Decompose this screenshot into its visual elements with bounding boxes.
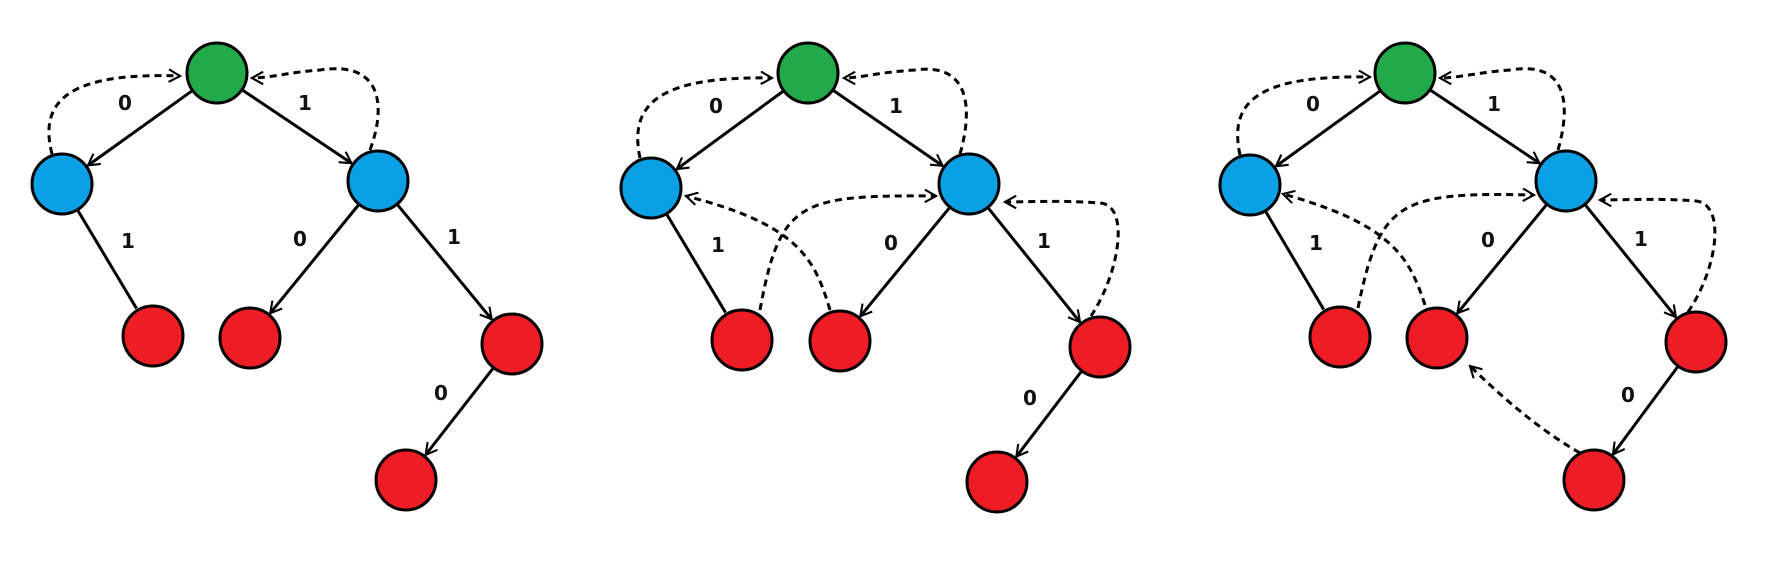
edge-label: 0 — [709, 94, 723, 118]
suffix-link-1-2 — [252, 67, 380, 151]
suffix-link-2-4 — [758, 196, 936, 311]
leaf-node-b7 — [965, 450, 1029, 514]
leaf-node-b4 — [710, 308, 774, 372]
tree-edge-a3-a6 — [395, 203, 492, 319]
edge-label: 1 — [298, 91, 312, 115]
tree-edge-a1-a3 — [241, 88, 352, 165]
suffix-link-3-2 — [1440, 67, 1566, 151]
tree-edge-b1-b3 — [831, 88, 943, 168]
leaf-node-b5 — [808, 309, 872, 373]
edge-label: 1 — [1634, 227, 1648, 251]
root-node-c1 — [1373, 41, 1437, 105]
suffix-link-2-2 — [844, 67, 968, 155]
edge-label: 0 — [434, 381, 448, 405]
edge-label: 1 — [711, 233, 725, 257]
edge-label: 0 — [1481, 228, 1495, 252]
edge-label: 1 — [447, 225, 461, 249]
leaf-node-a7 — [374, 448, 438, 512]
leaf-node-c6 — [1664, 310, 1728, 374]
tree-edge-a3-a5 — [270, 203, 361, 313]
edge-label: 1 — [1309, 231, 1323, 255]
inner-node-c2 — [1218, 153, 1282, 217]
leaf-node-c5 — [1405, 306, 1469, 370]
leaf-node-a6 — [480, 312, 544, 376]
tree-edge-a2-a4 — [76, 208, 138, 310]
tree-edge-b3-b6 — [986, 206, 1080, 322]
tree-edge-c1-c2 — [1276, 89, 1382, 167]
tree-edge-b6-b7 — [1016, 369, 1083, 457]
tree-edge-b1-b2 — [677, 89, 785, 169]
edge-label: 0 — [118, 91, 132, 115]
inner-node-b3 — [937, 152, 1001, 216]
tree-edge-c2-c4 — [1263, 210, 1325, 311]
edge-label: 0 — [1306, 92, 1320, 116]
edges-layer — [76, 88, 1680, 457]
edge-labels-layer: 0 1 1 0 1 0 0 1 1 0 1 0 0 1 1 0 1 0 — [118, 91, 1648, 410]
tree-edge-a1-a2 — [88, 89, 194, 165]
edge-label: 0 — [884, 231, 898, 255]
root-node-a1 — [185, 41, 249, 105]
leaf-node-a4 — [121, 304, 185, 368]
edge-label: 1 — [889, 94, 903, 118]
tree-edge-c1-c3 — [1429, 88, 1540, 165]
leaf-node-a5 — [218, 306, 282, 370]
suffix-link-2-5 — [1005, 201, 1120, 317]
suffix-link-2-3 — [686, 196, 832, 311]
edge-label: 0 — [293, 227, 307, 251]
suffix-link-3-1 — [1236, 77, 1370, 156]
inner-node-a3 — [346, 149, 410, 213]
leaf-node-c7 — [1562, 448, 1626, 512]
suffix-link-3-3 — [1283, 194, 1427, 306]
edge-label: 1 — [1487, 92, 1501, 116]
nodes-layer — [30, 41, 1728, 514]
suffix-links-layer — [47, 67, 1717, 455]
suffix-link-2-1 — [636, 78, 772, 159]
inner-node-a2 — [30, 152, 94, 216]
inner-node-c3 — [1534, 149, 1598, 213]
tree-edge-c3-c6 — [1583, 203, 1676, 317]
edge-label: 0 — [1023, 386, 1037, 410]
tree-edge-b2-b4 — [665, 212, 727, 314]
edge-label: 1 — [1037, 229, 1051, 253]
leaf-node-c4 — [1308, 305, 1372, 369]
root-node-b1 — [776, 41, 840, 105]
suffix-link-1-1 — [47, 76, 180, 155]
suffix-link-3-4 — [1356, 195, 1534, 309]
tree-edge-c3-c5 — [1457, 203, 1549, 313]
edge-label: 1 — [121, 229, 135, 253]
suffix-link-3-6 — [1470, 366, 1581, 455]
inner-node-b2 — [619, 156, 683, 220]
leaf-node-b6 — [1068, 315, 1132, 379]
tree-edge-c6-c7 — [1613, 365, 1680, 454]
tree-edge-a6-a7 — [426, 366, 495, 455]
suffix-link-3-5 — [1600, 199, 1717, 313]
edge-label: 0 — [1621, 383, 1635, 407]
tree-edge-b3-b5 — [860, 206, 952, 316]
